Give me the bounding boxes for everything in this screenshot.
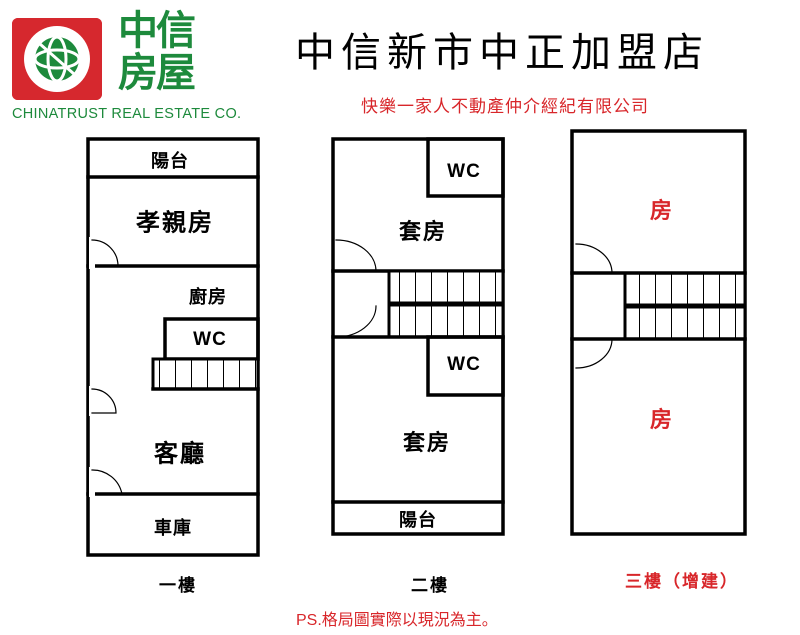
brand-name-line1: 中信 bbox=[118, 8, 196, 54]
room-wc-f2-upper: WC bbox=[447, 161, 481, 182]
brand-name-en: CHINATRUST REAL ESTATE CO. bbox=[12, 106, 242, 122]
room-wc-f1: WC bbox=[193, 329, 227, 350]
room-balcony-f1: 陽台 bbox=[151, 151, 189, 172]
globe-icon bbox=[12, 18, 102, 100]
room-balcony-f2: 陽台 bbox=[399, 510, 437, 531]
room-kitchen: 廚房 bbox=[189, 287, 227, 308]
floor-2-plan bbox=[331, 137, 505, 536]
room-wc-f2-lower: WC bbox=[447, 354, 481, 375]
room-garage: 車庫 bbox=[154, 518, 192, 539]
floor-label-3: 三樓（增建） bbox=[625, 572, 739, 592]
brand-name-cn: 中信 房屋 bbox=[118, 10, 248, 94]
floor-label-1: 一樓 bbox=[159, 576, 197, 596]
floor-3-plan bbox=[570, 129, 747, 536]
room-suite-f2-upper: 套房 bbox=[398, 219, 448, 245]
page-title: 中信新市中正加盟店 bbox=[295, 30, 709, 76]
room-suite-f2-lower: 套房 bbox=[402, 430, 452, 456]
brand-name-line2: 房屋 bbox=[118, 50, 196, 96]
room-parents-bedroom: 孝親房 bbox=[136, 207, 214, 237]
logo-mark bbox=[12, 18, 102, 100]
room-bedroom-f3-upper: 房 bbox=[649, 198, 675, 224]
disclaimer-note: PS.格局圖實際以現況為主。 bbox=[296, 606, 596, 630]
room-living-room: 客廳 bbox=[154, 438, 206, 468]
floor-1-plan bbox=[86, 137, 260, 557]
note-text: 格局圖實際以現況為主。 bbox=[321, 610, 498, 629]
floor-label-2: 二樓 bbox=[411, 576, 449, 596]
company-subtitle: 快樂一家人不動產仲介經紀有限公司 bbox=[361, 97, 649, 117]
note-prefix: PS. bbox=[296, 612, 322, 629]
room-bedroom-f3-lower: 房 bbox=[649, 407, 675, 433]
